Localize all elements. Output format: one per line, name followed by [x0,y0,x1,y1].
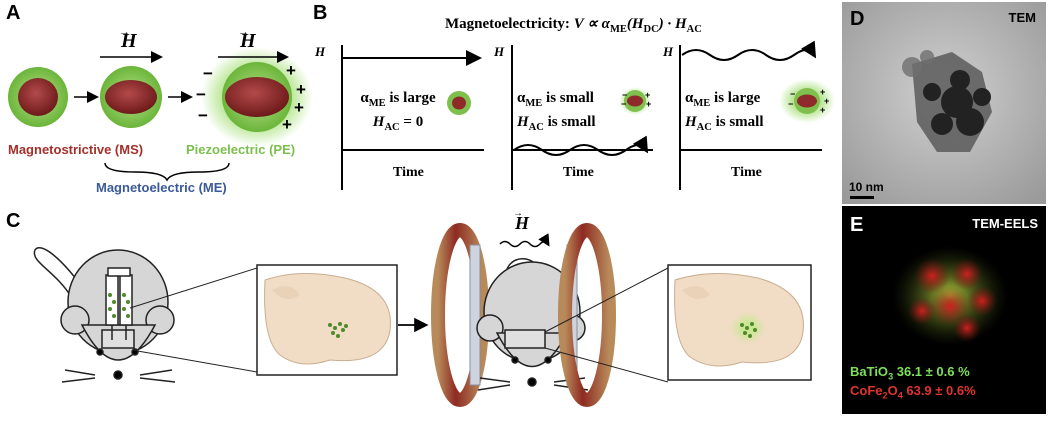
title-sub-me: ME [609,24,627,35]
graph-3-line-2: HAC is small [685,114,764,133]
graph-2-text: αME is small HAC is small [517,89,617,137]
field-wave [499,233,550,248]
title-sub-ac: AC [686,24,702,35]
ms-label: Magnetostrictive (MS) [8,142,144,157]
graph-3-line-1: αME is large [685,90,761,109]
nanoparticle-cluster-right [740,322,757,338]
panel-b-graphs: −−++ −−+++ [341,40,835,190]
particle-initial [8,67,68,127]
graph-1-line-1: αME is large [360,90,436,109]
tem-label: TEM [1008,10,1036,25]
svg-text:+: + [820,87,825,97]
mouse-left [33,247,176,383]
svg-text:+: + [296,80,306,99]
injection-syringes [105,267,133,340]
graph-2-line-2: HAC is small [517,114,596,133]
arrowhat-a2: → [238,26,249,38]
field-symbol-a1: H [121,30,137,52]
svg-text:−: − [622,90,627,100]
svg-text:+: + [824,96,829,106]
eels-map-drawing [892,246,1008,346]
time-label-3: Time [731,165,762,180]
coil-right [558,223,616,407]
svg-text:+: + [646,99,651,109]
tem-image-drawing [842,2,1046,204]
brain-inset-left [256,264,398,376]
tem-image: TEM 10 nm [842,2,1046,204]
axis-symbol-2: H [494,44,505,59]
title-sub-dc: DC [643,24,659,35]
svg-text:+: + [645,90,650,100]
eels-label: TEM-EELS [972,216,1038,231]
me-label: Magnetoelectric (ME) [96,180,227,195]
title-formula: V ∝ α [573,16,610,32]
tem-eels-image: TEM-EELS BaTiO3 36.1 ± 0.6 % CoFe2O4 63.… [842,206,1046,414]
svg-text:−: − [621,99,626,109]
title-mid: (H [626,16,644,32]
zoom-lines-left [129,267,258,373]
nanoparticle-cluster-left [328,322,348,338]
svg-text:+: + [282,115,292,134]
svg-text:−: − [203,64,213,83]
panel-letter-a: A [6,2,21,24]
svg-text:+: + [820,105,825,115]
cfo-percentage: CoFe2O4 63.9 ± 0.6% [850,383,976,401]
panel-letter-d: D [850,8,865,30]
time-label-1: Time [393,165,424,180]
scale-label: 10 nm [849,180,884,194]
title-prefix: Magnetoelectricity: [445,16,574,32]
arrowhat-c: → [513,208,523,219]
svg-text:−: − [196,85,206,104]
axis-symbol-3: H [663,44,674,59]
coil-left [431,223,489,407]
title-mid2: ) · H [658,16,687,32]
graph-3-axes [679,45,822,190]
panel-a-diagram: −−− ++++ [8,47,313,182]
panel-b-title: Magnetoelectricity: V ∝ αME(HDC) · HAC [445,14,702,35]
graph-2-axes [511,45,653,190]
bto-percentage: BaTiO3 36.1 ± 0.6 % [850,364,970,382]
graph-3-signal [681,40,817,61]
svg-text:−: − [790,89,795,99]
particle-strained [100,66,162,128]
svg-text:−: − [788,99,793,109]
charge-signs: −−− ++++ [196,61,306,134]
svg-text:−: − [198,106,208,125]
graph-charges: −−++ −−+++ [621,87,829,115]
brain-inset-right [667,264,812,381]
graph-3-particle [779,79,835,123]
scale-bar [850,196,874,199]
svg-text:+: + [286,61,296,80]
mouse-right [476,258,589,391]
pe-label: Piezoelectric (PE) [186,142,296,157]
graph-3-text: αME is large HAC is small [685,89,785,137]
panel-letter-c: C [6,210,21,232]
graph-1-particle [447,91,471,115]
graph-2-signal [513,135,649,156]
svg-text:+: + [294,98,304,117]
time-label-2: Time [563,165,594,180]
panel-letter-e: E [850,214,864,236]
panel-letter-b: B [313,2,328,24]
zoom-lines-right [544,267,669,383]
syringe-particles [108,293,130,318]
graph-1-text: αME is large HAC = 0 [352,89,444,137]
panel-c-diagram [33,223,812,407]
arrowhat-a1: → [119,26,130,38]
field-symbol-c: H [515,213,530,233]
graph-1-line-2: HAC = 0 [372,114,424,133]
field-symbol-a2: H [240,30,256,52]
axis-symbol-1: H [315,44,326,59]
particle-polarized [201,47,313,147]
graph-2-line-1: αME is small [517,90,594,109]
graph-2-particle [619,87,651,115]
me-brace [104,162,230,182]
graph-1-axes [341,45,484,190]
